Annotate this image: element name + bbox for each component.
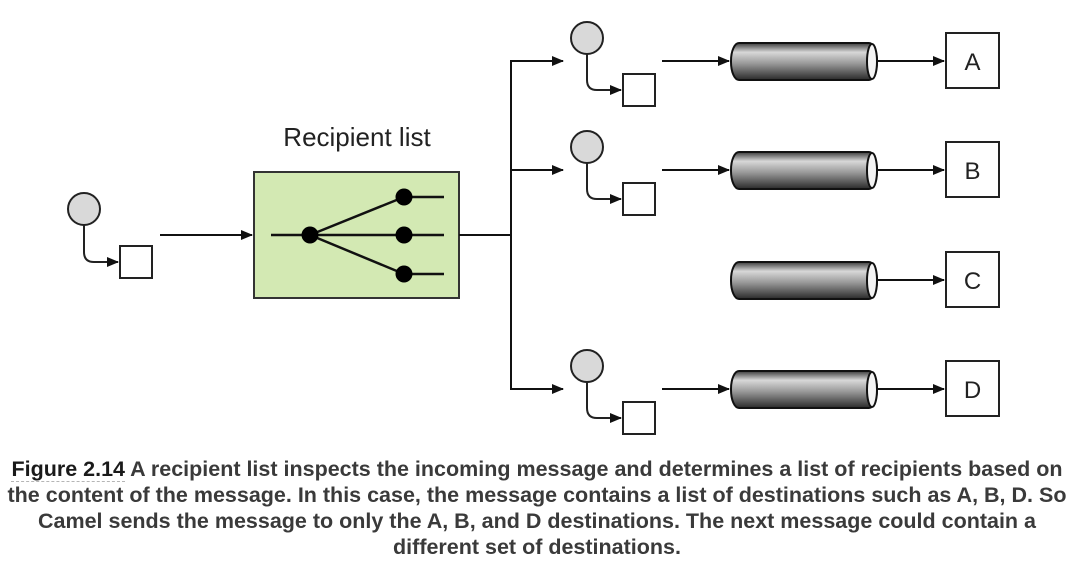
figure-caption: Figure 2.14 A recipient list inspects th…	[0, 456, 1074, 560]
caption-text: A recipient list inspects the incoming m…	[7, 457, 1067, 559]
message-square-icon	[119, 245, 153, 279]
message-circle-icon	[570, 21, 604, 55]
message-square-icon	[622, 73, 656, 107]
processor-title: Recipient list	[283, 122, 431, 152]
destination-row-c: C	[730, 251, 1000, 308]
route-node-icon	[395, 188, 413, 206]
destination-label: D	[964, 377, 981, 404]
destination-box	[945, 32, 1000, 89]
destination-row-a: A	[570, 21, 1000, 107]
figure-reference-link[interactable]: Figure 2.14	[11, 457, 125, 482]
destination-label: A	[964, 49, 980, 76]
message-connector	[83, 225, 119, 267]
message-square-icon	[622, 401, 656, 435]
message-connector	[586, 382, 622, 423]
channel-pipe-icon	[730, 42, 878, 81]
destination-rows: A B C D	[570, 21, 1000, 435]
route-node-icon	[395, 265, 413, 283]
channel-pipe-icon	[730, 151, 878, 190]
output-bus	[459, 56, 564, 394]
destination-label: C	[964, 268, 981, 295]
channel-pipe-icon	[730, 370, 878, 409]
message-square-icon	[622, 182, 656, 216]
destination-row-d: D	[570, 349, 1000, 435]
message-connector	[586, 163, 622, 204]
destination-box	[945, 141, 1000, 198]
message-circle-icon	[570, 130, 604, 164]
destination-row-b: B	[570, 130, 1000, 216]
message-circle-icon	[570, 349, 604, 383]
message-circle-icon	[67, 192, 101, 226]
split-node-icon	[301, 226, 319, 244]
incoming-message	[67, 192, 153, 279]
destination-label: B	[964, 158, 980, 185]
recipient-list-processor	[253, 171, 460, 299]
destination-box	[945, 251, 1000, 308]
destination-box	[945, 360, 1000, 417]
message-connector	[586, 54, 622, 95]
recipient-list-diagram: Recipient list A B C D	[67, 21, 1000, 435]
channel-pipe-icon	[730, 261, 878, 300]
route-node-icon	[395, 226, 413, 244]
